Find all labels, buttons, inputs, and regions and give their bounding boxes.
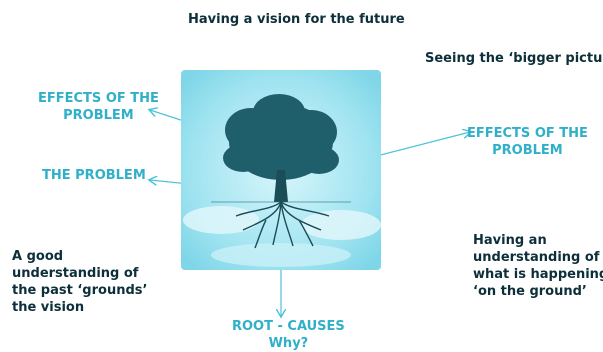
effects-right-label: EFFECTS OF THE PROBLEM [467, 125, 588, 159]
root-causes-line: ROOT - CAUSES [232, 319, 345, 334]
left-note-line-3: the past ‘grounds’ [12, 283, 148, 298]
bigger-picture-label: Seeing the ‘bigger picture’ [425, 51, 603, 66]
root-causes-label: ROOT - CAUSES Why? [232, 318, 345, 352]
effects-left-line-1: EFFECTS OF THE [38, 91, 159, 106]
tree-with-roots-image [181, 70, 381, 270]
right-note-line-4: ‘on the ground’ [473, 284, 587, 299]
effects-left-line-2: PROBLEM [63, 108, 134, 123]
left-note-line-1: A good [12, 249, 64, 264]
right-note-line-2: understanding of [473, 250, 600, 265]
diagram-title: Having a vision for the future [188, 12, 405, 27]
right-note-line-3: what is happening [473, 267, 603, 282]
left-note-line-2: understanding of [12, 266, 139, 281]
left-note: A good understanding of the past ‘ground… [12, 248, 147, 316]
left-note-line-4: the vision [12, 300, 85, 315]
right-note: Having an understanding of what is happe… [473, 232, 603, 300]
effects-right-line-1: EFFECTS OF THE [467, 126, 588, 141]
right-note-line-1: Having an [473, 233, 547, 248]
effects-right-line-2: PROBLEM [492, 143, 563, 158]
problem-label: THE PROBLEM [42, 168, 146, 183]
why-line: Why? [268, 336, 309, 351]
effects-left-label: EFFECTS OF THE PROBLEM [38, 90, 159, 124]
